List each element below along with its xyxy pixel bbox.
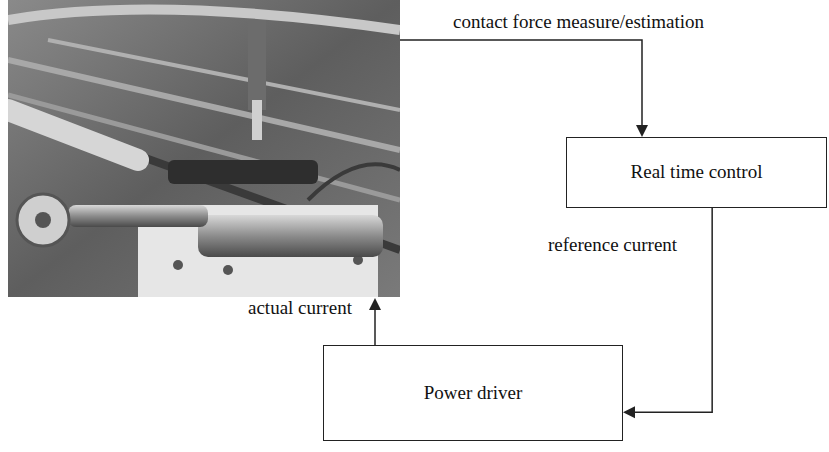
arrow-head bbox=[623, 406, 635, 418]
pantograph-photo bbox=[8, 0, 400, 297]
current-wire bbox=[374, 309, 376, 345]
signal-label: contact force measure/estimation bbox=[451, 11, 706, 34]
box-text: Real time control bbox=[631, 161, 763, 184]
arrow-head bbox=[636, 125, 648, 137]
signal-label: actual current bbox=[246, 297, 354, 320]
edge-label: reference current bbox=[546, 234, 679, 257]
control-box: Real time control bbox=[566, 137, 827, 208]
box-text: Power driver bbox=[424, 382, 523, 405]
force-wire bbox=[400, 40, 642, 126]
driver-box: Power driver bbox=[323, 345, 623, 441]
arrow-head bbox=[369, 298, 381, 310]
